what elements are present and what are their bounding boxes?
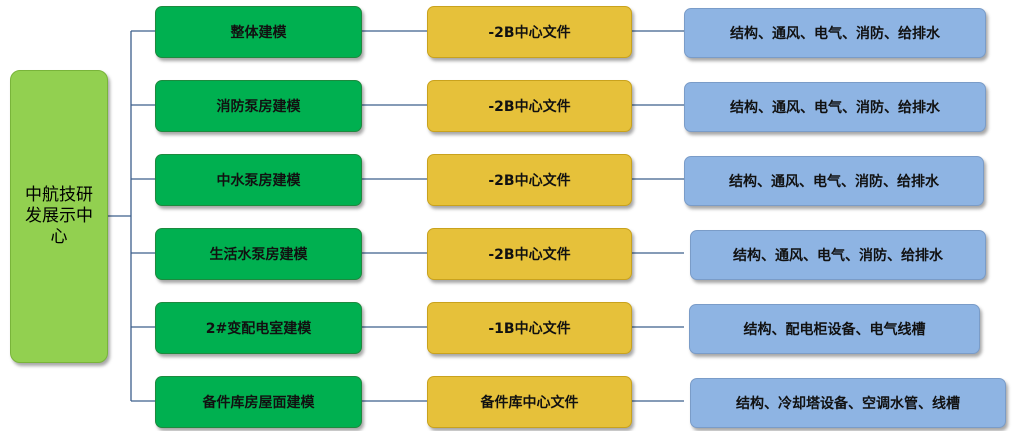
disciplines-label: 结构、通风、电气、消防、给排水 [730, 100, 940, 116]
model-node: 中水泵房建模 [155, 154, 362, 206]
disciplines-label: 结构、通风、电气、消防、给排水 [730, 26, 940, 42]
center-file-label: -2B中心文件 [488, 99, 571, 115]
model-node: 2#变配电室建模 [155, 302, 362, 354]
center-file-label: -2B中心文件 [488, 247, 571, 263]
center-file-label: -1B中心文件 [488, 321, 571, 337]
disciplines-node: 结构、冷却塔设备、空调水管、线槽 [690, 378, 1006, 428]
center-file-node: -2B中心文件 [427, 154, 632, 206]
disciplines-label: 结构、通风、电气、消防、给排水 [733, 248, 943, 264]
disciplines-node: 结构、通风、电气、消防、给排水 [684, 156, 984, 206]
center-file-node: -2B中心文件 [427, 6, 632, 58]
center-file-node: -1B中心文件 [427, 302, 632, 354]
center-file-node: -2B中心文件 [427, 80, 632, 132]
model-node: 消防泵房建模 [155, 80, 362, 132]
model-node: 整体建模 [155, 6, 362, 58]
center-file-node: 备件库中心文件 [427, 376, 632, 428]
disciplines-node: 结构、通风、电气、消防、给排水 [690, 230, 986, 280]
center-file-label: -2B中心文件 [488, 25, 571, 41]
center-file-label: -2B中心文件 [488, 173, 571, 189]
disciplines-node: 结构、通风、电气、消防、给排水 [684, 8, 986, 58]
model-label: 生活水泵房建模 [209, 247, 308, 263]
center-file-label: 备件库中心文件 [480, 395, 579, 411]
model-label: 备件库房屋面建模 [202, 395, 315, 411]
model-node: 生活水泵房建模 [155, 228, 362, 280]
center-file-node: -2B中心文件 [427, 228, 632, 280]
model-label: 中水泵房建模 [216, 173, 301, 189]
model-label: 消防泵房建模 [216, 99, 301, 115]
disciplines-node: 结构、配电柜设备、电气线槽 [689, 304, 980, 354]
root-node: 中航技研发展示中心 [10, 70, 108, 363]
disciplines-label: 结构、配电柜设备、电气线槽 [743, 322, 926, 338]
disciplines-node: 结构、通风、电气、消防、给排水 [684, 82, 986, 132]
model-label: 2#变配电室建模 [205, 321, 312, 337]
disciplines-label: 结构、冷却塔设备、空调水管、线槽 [736, 396, 960, 412]
model-node: 备件库房屋面建模 [155, 376, 362, 428]
model-label: 整体建模 [230, 25, 287, 41]
disciplines-label: 结构、通风、电气、消防、给排水 [729, 174, 939, 190]
root-label: 中航技研发展示中心 [25, 185, 93, 247]
